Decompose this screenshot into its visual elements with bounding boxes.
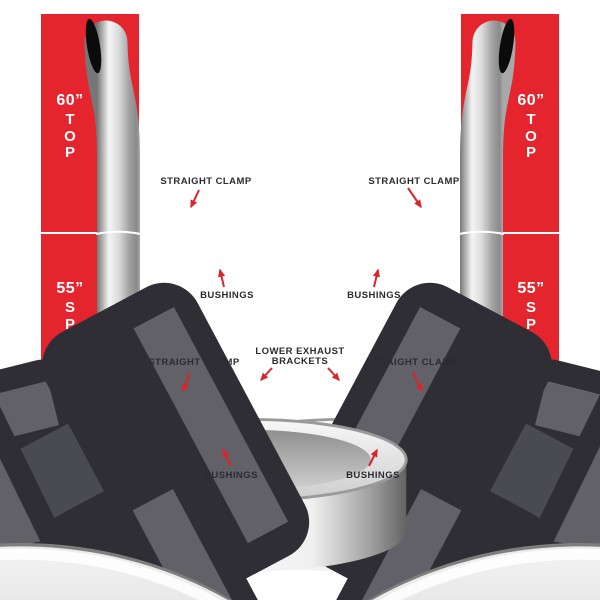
arrow-bushings-lower-right [368,448,378,467]
label-straight-clamp-upper-left: STRAIGHT CLAMP [160,176,252,187]
left-pipe-vertical-and-curve [84,20,140,544]
arrow-straight-clamp-lower-right [412,371,423,393]
arrow-straight-clamp-upper-right [407,187,422,209]
callout-arrows [182,187,423,467]
left-spool-size: 55” [56,280,84,297]
arrow-bushings-upper-left [218,268,226,288]
arrow-straight-clamp-lower-left [182,372,191,393]
arrow-bushings-lower-left [222,448,232,467]
left-pipe-opening [85,18,102,74]
arrow-bracket-right [327,367,340,381]
right-pipe-vertical-and-curve [460,20,516,544]
label-lower-exhaust-line2: BRACKETS [271,355,329,367]
right-hardware-mirror-group [0,269,407,600]
right-top-size: 60” [517,92,545,109]
arrow-straight-clamp-upper-left [190,189,200,209]
left-top-size: 60” [56,92,84,109]
label-bushings-lower-left: BUSHINGS [204,470,258,481]
label-lower-exhaust-line1: LOWER EXHAUST [255,346,345,357]
label-straight-clamp-lower-right: STRAIGHT CLAMP [366,357,458,368]
arrow-bushings-upper-right [372,268,380,288]
label-straight-clamp-lower-left: STRAIGHT CLAMP [148,357,240,368]
label-bushings-upper-right: BUSHINGS [347,290,401,301]
right-pipe-opening [498,18,515,74]
label-bushings-lower-right: BUSHINGS [346,470,400,481]
label-lower-exhaust-brackets: LOWER EXHAUST BRACKETS [255,347,344,366]
left-pipe-joint-line-top [95,230,142,235]
right-pipe-joint-line-top [458,230,505,235]
arrow-bracket-left [260,367,273,381]
right-spool-size: 55” [517,280,545,297]
right-band-divider-top [461,232,559,234]
label-straight-clamp-upper-right: STRAIGHT CLAMP [368,176,460,187]
left-band-divider-top [41,232,139,234]
label-bushings-upper-left: BUSHINGS [200,290,254,301]
